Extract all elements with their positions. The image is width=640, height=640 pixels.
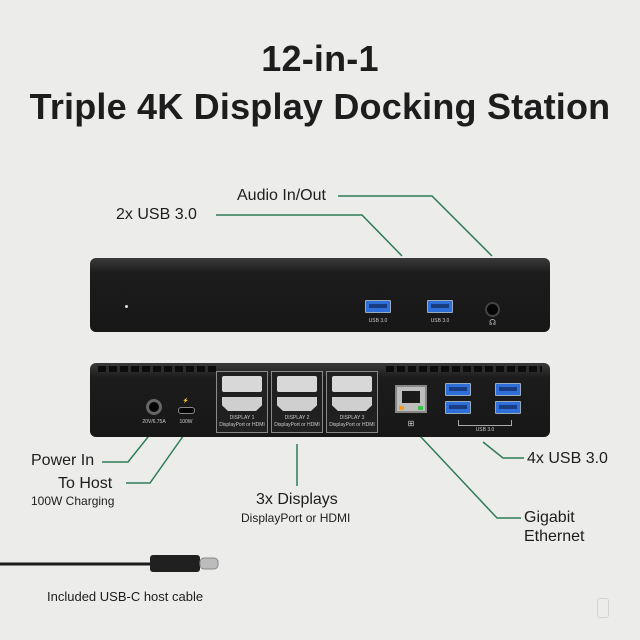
front-usb-port-1 <box>365 300 391 313</box>
hdmi-2 <box>277 397 317 411</box>
title-line-1: 12-in-1 <box>261 38 379 79</box>
usb2-leader <box>216 214 403 257</box>
dc-power-port <box>146 399 162 415</box>
ethernet-leader <box>419 435 521 519</box>
usb4-leader <box>482 441 524 459</box>
rear-usb-port-2 <box>445 401 471 414</box>
display-1-ports: DISPLAY 1 DisplayPort or HDMI <box>216 371 268 433</box>
usb-bracket-text: USB 3.0 <box>475 427 495 433</box>
display-1-sub: DisplayPort or HDMI <box>219 422 265 428</box>
front-usb-port-1-text: USB 3.0 <box>368 318 388 324</box>
usb-watermark-icon <box>597 598 609 618</box>
usb-c-host-port <box>178 407 195 414</box>
usb-bracket <box>458 420 512 426</box>
rear-usb-port-4 <box>495 401 521 414</box>
front-usb-port-2-text: USB 3.0 <box>430 318 450 324</box>
title-line-2: Triple 4K Display Docking Station <box>29 86 611 127</box>
network-icon: ⊞ <box>407 419 415 428</box>
audio-label: Audio In/Out <box>237 187 326 204</box>
displays-sub: DisplayPort or HDMI <box>241 511 351 525</box>
audio-jack <box>485 302 500 317</box>
usb4-label: 4x USB 3.0 <box>527 450 608 467</box>
host-leader <box>126 431 187 484</box>
displayport-3 <box>332 376 372 392</box>
host-rating: 100W <box>179 419 193 425</box>
ethernet-port <box>395 385 427 413</box>
to-host-label: To Host <box>58 475 113 492</box>
power-in-label: Power In <box>31 452 95 469</box>
rear-usb-port-3 <box>495 383 521 396</box>
rear-usb-port-1 <box>445 383 471 396</box>
hdmi-3 <box>332 397 372 411</box>
power-leader <box>102 431 153 463</box>
display-3-ports: DISPLAY 3 DisplayPort or HDMI <box>326 371 378 433</box>
display-2-ports: DISPLAY 2 DisplayPort or HDMI <box>271 371 323 433</box>
ethernet-label: Ethernet <box>524 528 585 545</box>
thunder-icon: ⚡ <box>182 398 190 404</box>
ethernet-led-green <box>418 406 423 410</box>
display-3-label: DISPLAY 3 <box>339 415 365 421</box>
display-1-label: DISPLAY 1 <box>229 415 255 421</box>
displayport-2 <box>277 376 317 392</box>
dock-rear-view: 20V/6.75A ⚡ 100W DISPLAY 1 DisplayPort o… <box>90 363 550 437</box>
usb-c-cable <box>0 555 219 572</box>
ethernet-led-amber <box>399 406 404 410</box>
headset-icon: ☊ <box>489 318 497 327</box>
right-vent <box>386 366 542 372</box>
front-usb-port-2 <box>427 300 453 313</box>
to-host-sub: 100W Charging <box>31 494 115 508</box>
gigabit-label: Gigabit <box>524 509 575 526</box>
left-vent <box>98 366 216 372</box>
hdmi-1 <box>222 397 262 411</box>
power-led <box>125 305 128 308</box>
displayport-1 <box>222 376 262 392</box>
display-2-sub: DisplayPort or HDMI <box>274 422 320 428</box>
displays-label: 3x Displays <box>256 491 338 508</box>
display-3-sub: DisplayPort or HDMI <box>329 422 375 428</box>
cable-label: Included USB-C host cable <box>47 589 204 604</box>
usb-front-label: 2x USB 3.0 <box>116 206 197 223</box>
display-2-label: DISPLAY 2 <box>284 415 310 421</box>
dock-front-view: USB 3.0 USB 3.0 ☊ <box>90 258 550 332</box>
power-rating: 20V/6.75A <box>142 419 166 425</box>
audio-leader <box>338 195 493 257</box>
